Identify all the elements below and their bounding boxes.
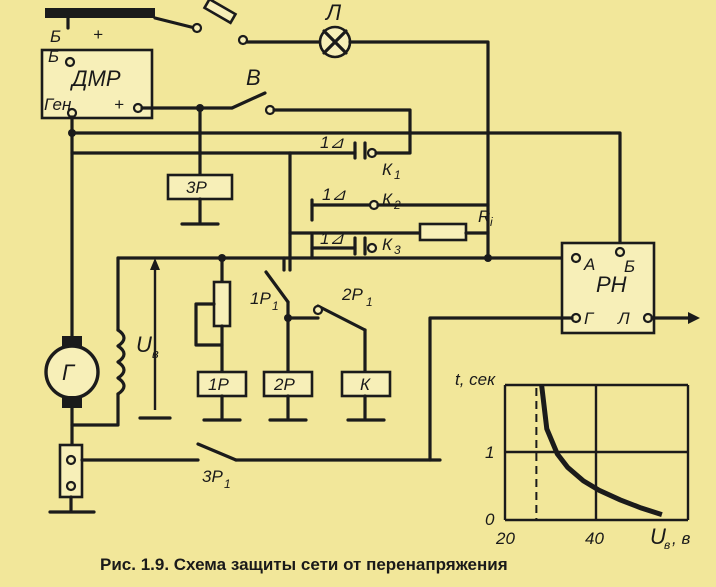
battery-plus: + <box>93 25 103 44</box>
lamp <box>318 25 352 59</box>
graph <box>503 383 690 522</box>
k3-sub: 3 <box>394 243 401 257</box>
relay-k-label: К <box>360 375 371 394</box>
dmr-gen-label: Ген <box>44 95 72 114</box>
rn-l-label: Л <box>617 309 630 328</box>
k2-sub: 2 <box>393 198 401 212</box>
dmr-plus-label: + <box>114 95 124 114</box>
relay-1r-label: 1Р <box>208 375 229 394</box>
fuse <box>202 0 238 25</box>
graph-y-tick-1: 1 <box>485 443 494 462</box>
rn-a-label: А <box>583 255 595 274</box>
battery-label: Б <box>50 27 61 46</box>
lamp-label: Л <box>324 0 342 25</box>
k2-label: К <box>382 190 393 209</box>
dmr-b-label: Б <box>48 47 59 66</box>
graph-x-tick-40: 40 <box>585 529 604 548</box>
graph-y-label: t, сек <box>455 370 496 389</box>
graph-x-tick-20: 20 <box>495 529 515 548</box>
graph-x-label: U <box>650 524 666 549</box>
relay-2r-label: 2Р <box>273 375 295 394</box>
graph-y-tick-0: 0 <box>485 510 495 529</box>
rn-label: РН <box>596 272 627 297</box>
p2-sub: 1 <box>366 295 373 309</box>
output-arrow-icon <box>688 312 700 324</box>
p3-label: 3Р <box>202 467 223 486</box>
k1-contact-mark: 1⊿ <box>320 133 344 152</box>
graph-x-sub: в <box>664 538 670 552</box>
p1-sub: 1 <box>272 299 279 313</box>
k1-sub: 1 <box>394 168 401 182</box>
ub-label: U <box>136 332 152 357</box>
figure-caption: Рис. 1.9. Схема защиты сети от перенапря… <box>100 555 508 574</box>
ub-arrow-icon <box>150 258 160 270</box>
p1-label: 1Р <box>250 289 271 308</box>
rn-b-label: Б <box>624 257 635 276</box>
potentiometer <box>212 280 232 328</box>
k1-label: К <box>382 160 393 179</box>
rn-g-label: Г <box>584 309 595 328</box>
series-line <box>539 384 663 517</box>
p3-sub: 1 <box>224 477 231 491</box>
switch-b-label: В <box>246 65 261 90</box>
relay-3r-label: 3Р <box>186 178 207 197</box>
ri-label: R <box>478 207 490 226</box>
resistor-ri <box>418 222 468 242</box>
graph-x-unit: , в <box>672 529 690 548</box>
battery-terminal <box>45 8 155 30</box>
dmr-label: ДМР <box>69 66 121 91</box>
k2-contact-mark: 1⊿ <box>322 185 346 204</box>
ri-sub: i <box>490 215 493 229</box>
relay-1r <box>196 370 248 398</box>
relay-2r <box>262 370 314 398</box>
generator-label: Г <box>62 360 76 385</box>
k3-label: К <box>382 235 393 254</box>
p2-label: 2Р <box>341 285 363 304</box>
